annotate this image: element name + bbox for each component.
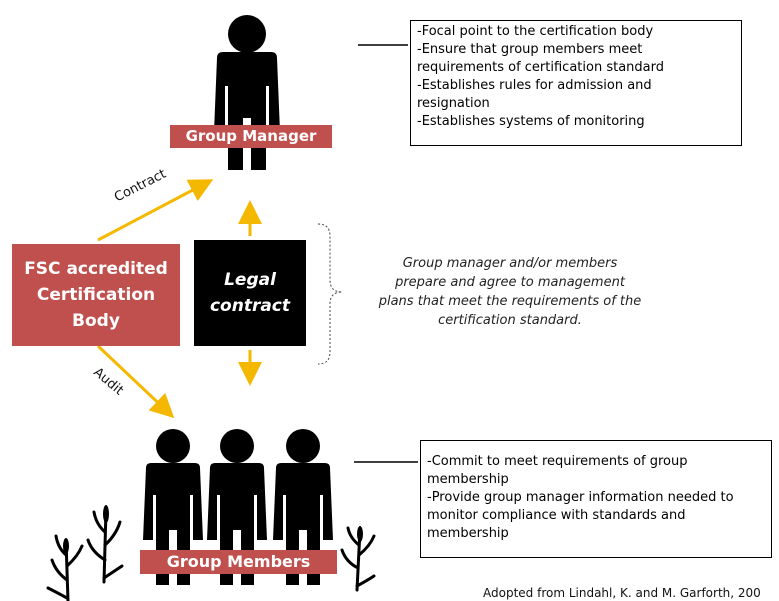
legal-contract-line: contract (209, 296, 291, 316)
plant-icon (46, 534, 84, 601)
source-credit: Adopted from Lindahl, K. and M. Garforth… (483, 586, 761, 600)
manager-duty-line: -Ensure that group members meet (417, 42, 643, 57)
certification-body-line: FSC accredited (24, 259, 168, 279)
legal-contract-line: Legal (224, 270, 276, 290)
manager-duty-line: resignation (417, 96, 490, 111)
note-line: prepare and agree to management (395, 275, 625, 290)
manager-duty-line: requirements of certification standard (417, 60, 664, 75)
plant-icon (86, 505, 124, 584)
note-line: certification standard. (438, 313, 582, 328)
group-members-label: Group Members (140, 550, 337, 574)
manager-duty-line: -Establishes systems of monitoring (417, 114, 645, 129)
member-duty-line: monitor compliance with standards and (427, 508, 686, 523)
member-duty-line: -Provide group manager information neede… (427, 490, 734, 505)
manager-duty-line: -Establishes rules for admission and (417, 78, 652, 93)
plant-icon (340, 526, 376, 592)
bracket (317, 223, 343, 365)
member-duty-line: -Commit to meet requirements of group (427, 454, 688, 469)
note-line: Group manager and/or members (402, 256, 618, 271)
manager-duty-line: -Focal point to the certification body (417, 24, 654, 39)
certification-body-line: Body (72, 311, 120, 331)
note-line: plans that meet the requirements of the (378, 294, 642, 309)
certification-body-box: FSC accredited Certification Body (12, 244, 180, 346)
members-duties-box: -Commit to meet requirements of group me… (420, 440, 772, 558)
group-manager-label: Group Manager (170, 125, 332, 148)
contract-arrow (97, 179, 214, 242)
management-plan-note: Group manager and/or members prepare and… (355, 254, 665, 330)
member-duty-line: membership (427, 472, 509, 487)
certification-body-line: Certification (36, 285, 156, 305)
audit-arrow (96, 344, 175, 419)
manager-duties-box: -Focal point to the certification body -… (410, 20, 742, 146)
legal-contract-box: Legal contract (194, 240, 306, 346)
member-duty-line: membership (427, 526, 509, 541)
